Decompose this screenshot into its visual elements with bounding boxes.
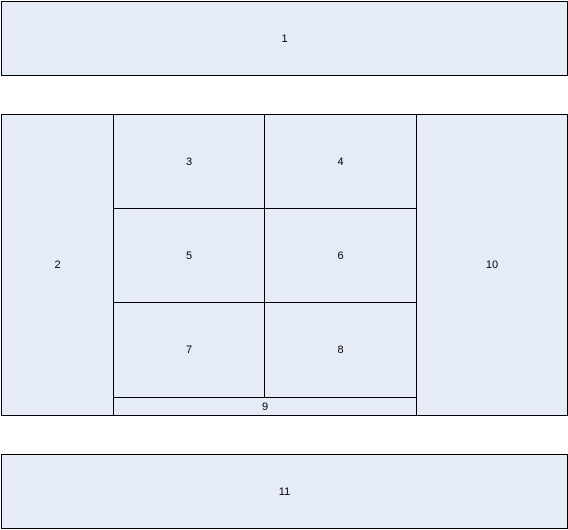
box-10-label: 10 — [485, 259, 499, 271]
box-1-label: 1 — [281, 32, 288, 45]
box-6-label: 6 — [337, 249, 344, 262]
box-5-label: 5 — [185, 249, 193, 262]
box-2: 2 — [1, 114, 114, 416]
box-3-label: 3 — [185, 155, 193, 168]
grid-vertical-divider — [264, 114, 265, 397]
box-6: 6 — [265, 209, 416, 302]
box-9: 9 — [114, 398, 416, 415]
box-8: 8 — [265, 303, 416, 397]
box-9-label: 9 — [261, 400, 269, 413]
box-4: 4 — [265, 115, 416, 208]
box-5: 5 — [114, 209, 264, 302]
box-1: 1 — [1, 1, 568, 76]
box-4-label: 4 — [337, 155, 344, 168]
box-7: 7 — [114, 303, 264, 397]
box-7-label: 7 — [185, 344, 193, 356]
grid-row-divider-2 — [113, 302, 417, 303]
box-10: 10 — [416, 114, 568, 416]
box-11-label: 11 — [278, 485, 291, 498]
center-grid — [113, 114, 417, 416]
box-2-label: 2 — [54, 259, 61, 271]
grid-row-divider-3 — [113, 397, 417, 398]
box-11: 11 — [1, 454, 568, 529]
grid-row-divider-1 — [113, 208, 417, 209]
box-3: 3 — [114, 115, 264, 208]
box-8-label: 8 — [337, 344, 344, 356]
